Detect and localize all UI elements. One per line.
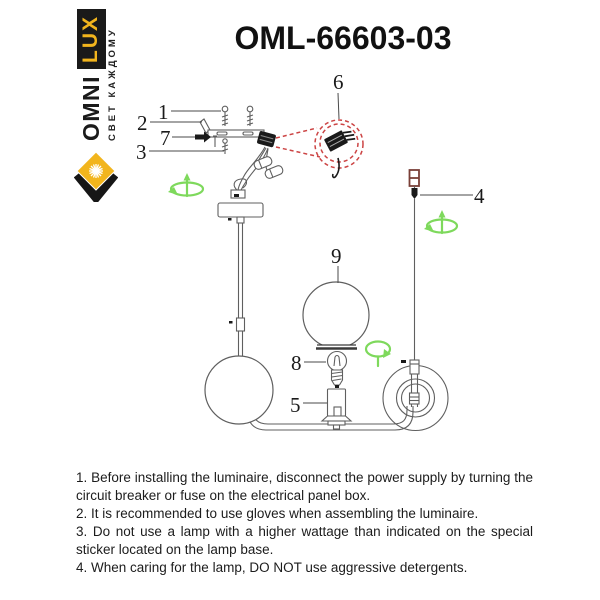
set-pin: [213, 135, 217, 147]
rotation-symbol-cord: [424, 210, 459, 235]
svg-text:5: 5: [290, 393, 301, 417]
svg-text:4: 4: [474, 184, 485, 208]
svg-text:8: 8: [291, 351, 302, 375]
terminal-block-icon: [324, 130, 356, 152]
rotation-symbol-canopy: [168, 173, 205, 198]
svg-text:2: 2: [137, 111, 148, 135]
light-bulb-icon: [326, 350, 348, 388]
brand-emblem-icon: [74, 151, 118, 202]
mounting-screws: [213, 105, 254, 154]
page-title: OML-66603-03: [234, 20, 452, 56]
instruction-item-4: 4. When caring for the lamp, DO NOT use …: [76, 560, 468, 576]
down-rod: [229, 223, 246, 360]
instruction-item-2: 2. It is recommended to use gloves when …: [76, 506, 479, 522]
rotation-symbol-sphere: [364, 340, 392, 368]
cord-fitting: [408, 169, 420, 199]
instruction-item-1: 1. Before installing the luminaire, disc…: [76, 470, 533, 504]
callout-7: 7: [160, 126, 211, 150]
svg-text:1: 1: [158, 100, 169, 124]
ring-shade: [382, 359, 449, 432]
magnified-wire-detail: [275, 119, 364, 179]
mounting-bracket: [199, 118, 265, 138]
socket-wire-connectors: [253, 156, 284, 179]
lock-screw: [221, 138, 229, 154]
lamp-socket: [320, 388, 353, 430]
callout-4: 4: [420, 184, 485, 208]
callout-5: 5: [290, 393, 327, 417]
instruction-item-3: 3. Do not use a lamp with a higher watta…: [76, 524, 533, 558]
globe-shade-left: [204, 355, 274, 425]
callout-2: 2: [137, 111, 202, 135]
svg-text:3: 3: [136, 140, 147, 164]
wire-harness: [230, 146, 269, 199]
callout-3: 3: [136, 140, 224, 164]
svg-text:6: 6: [333, 70, 344, 94]
callout-1: 1: [158, 100, 221, 124]
callout-8: 8: [291, 351, 326, 375]
glass-sphere: [302, 281, 370, 351]
safety-instructions: 1. Before installing the luminaire, disc…: [76, 469, 533, 577]
ceiling-canopy: [217, 202, 264, 224]
connector-hub: [257, 131, 276, 148]
svg-text:9: 9: [331, 244, 342, 268]
svg-text:7: 7: [160, 126, 171, 150]
callout-6: 6: [333, 70, 344, 120]
callout-9: 9: [331, 244, 342, 283]
